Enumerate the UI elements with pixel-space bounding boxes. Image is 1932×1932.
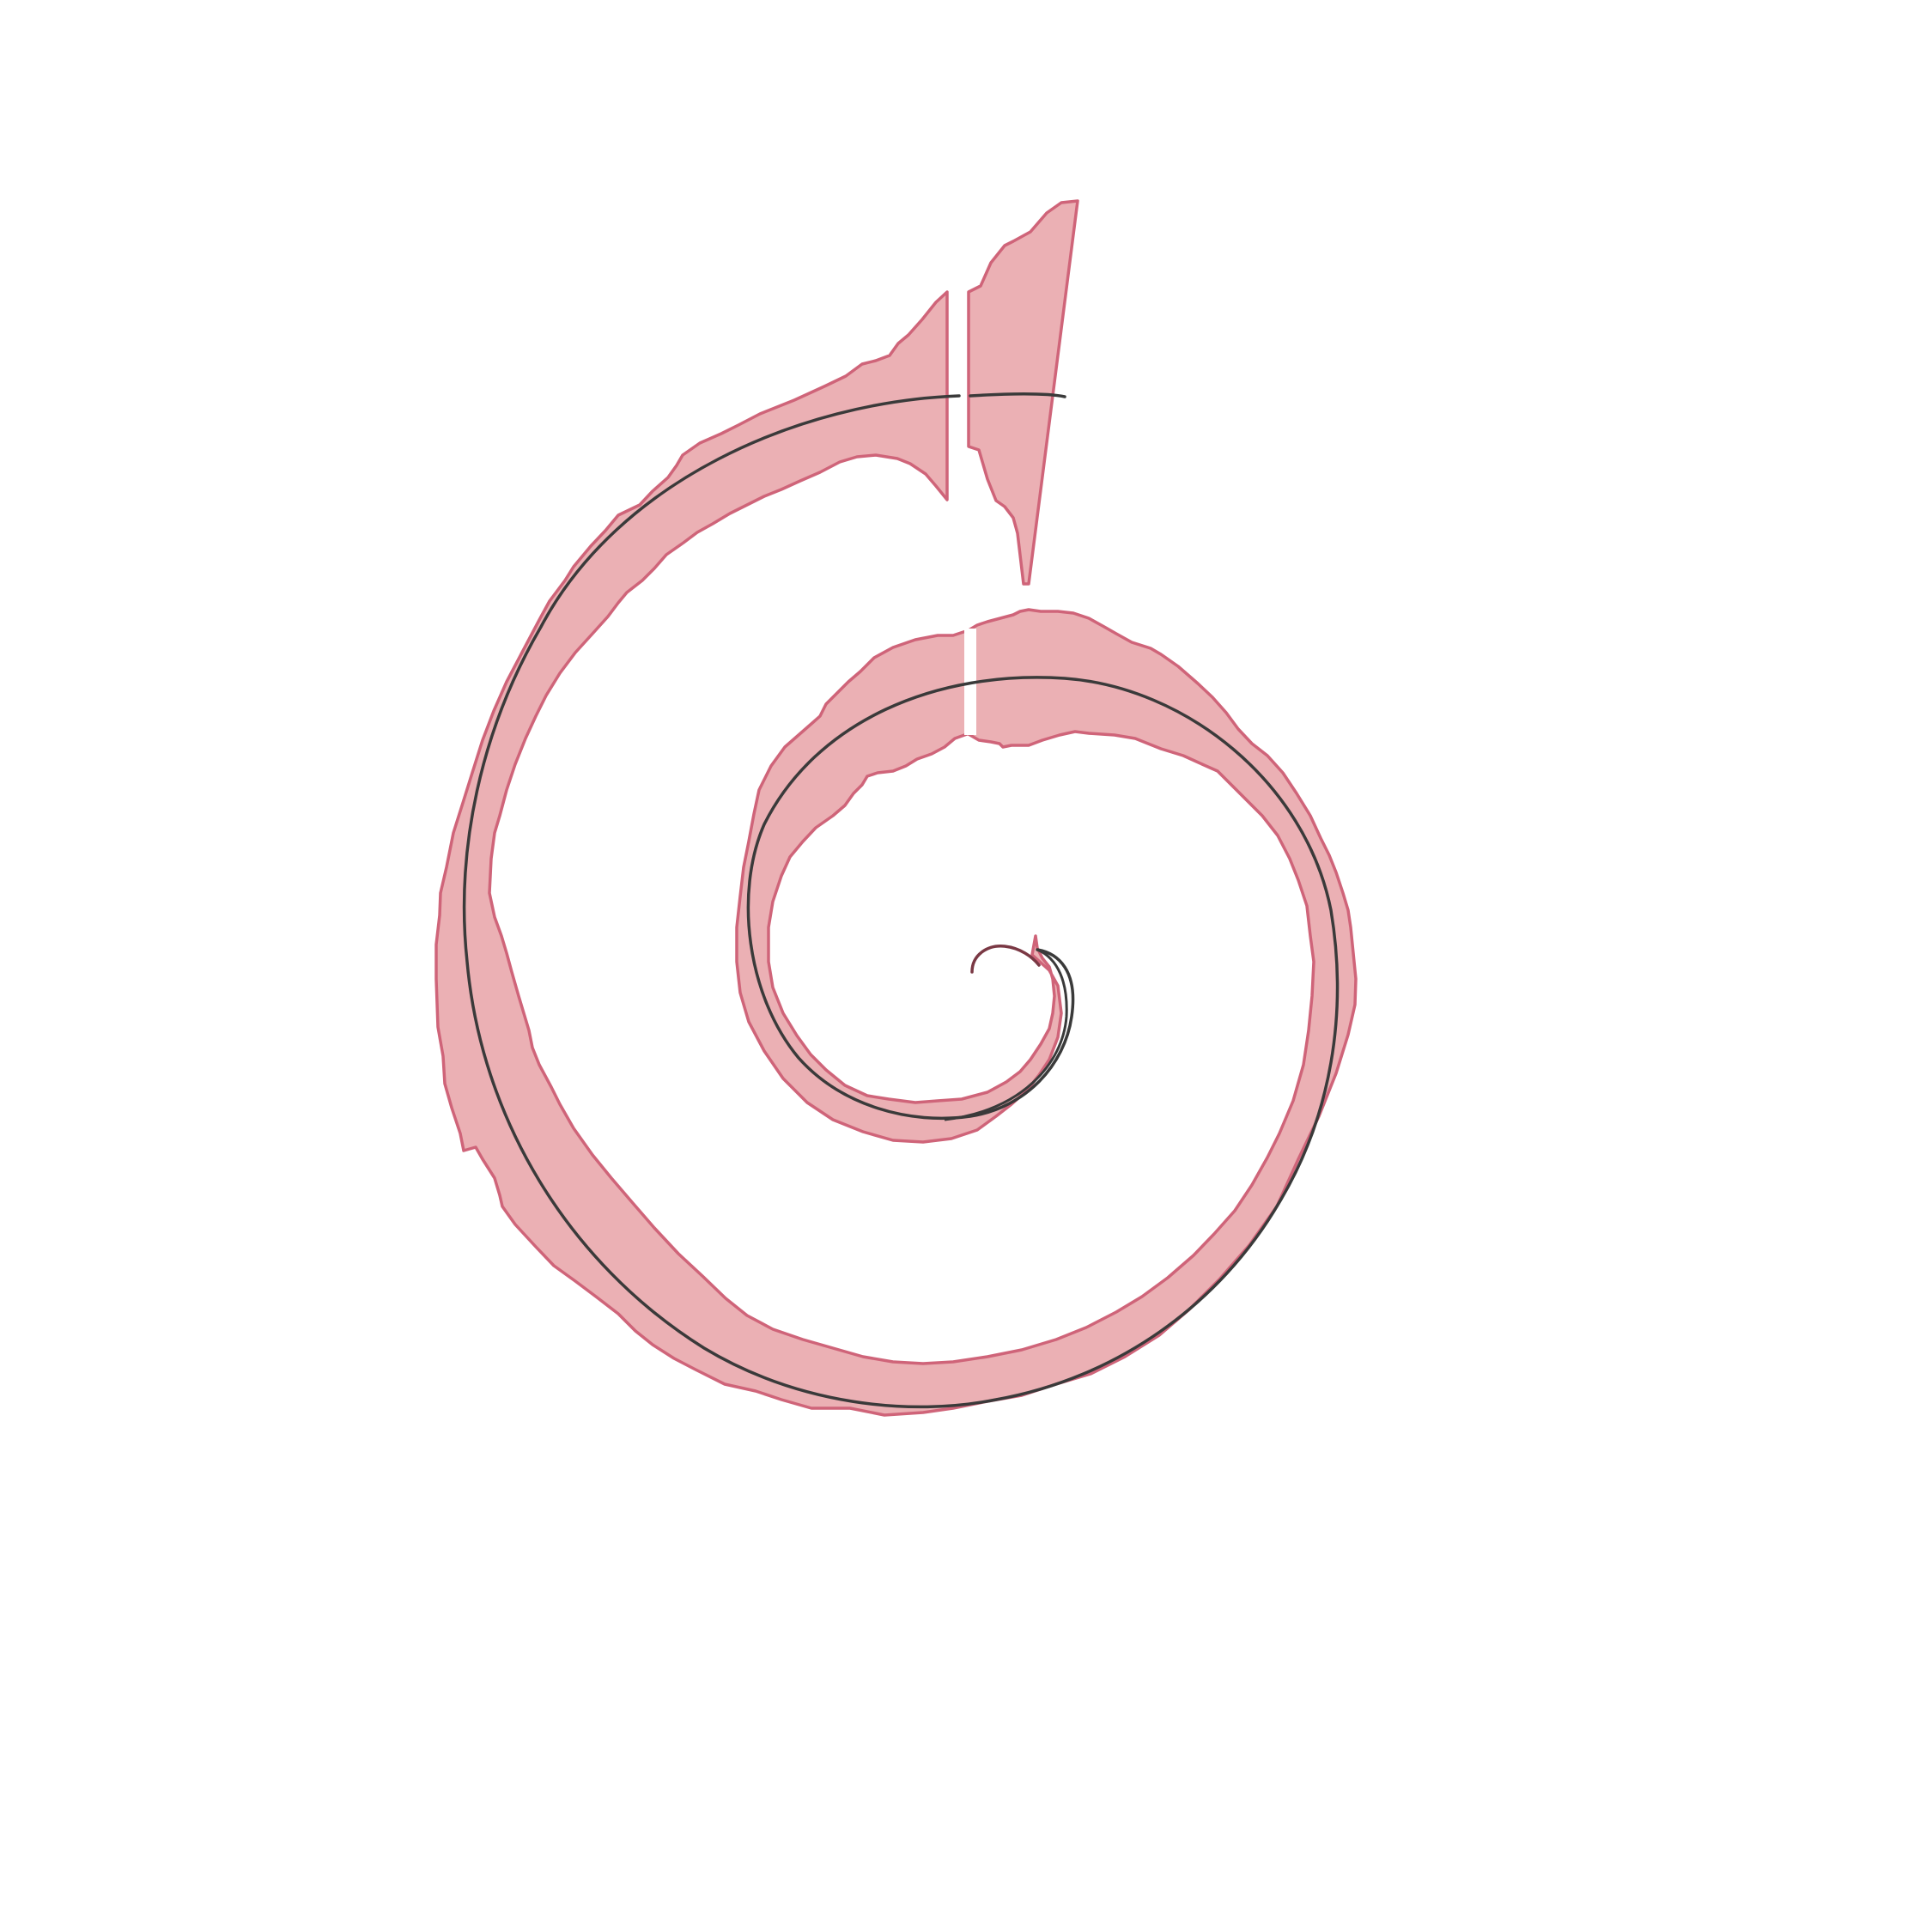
spiral-centerline-tail	[969, 392, 1066, 398]
inner-loop-curve	[944, 948, 1068, 1121]
spiral-centerline	[462, 394, 1340, 1409]
spiral-band	[434, 199, 1358, 1417]
core-hook-curve	[970, 945, 1041, 974]
